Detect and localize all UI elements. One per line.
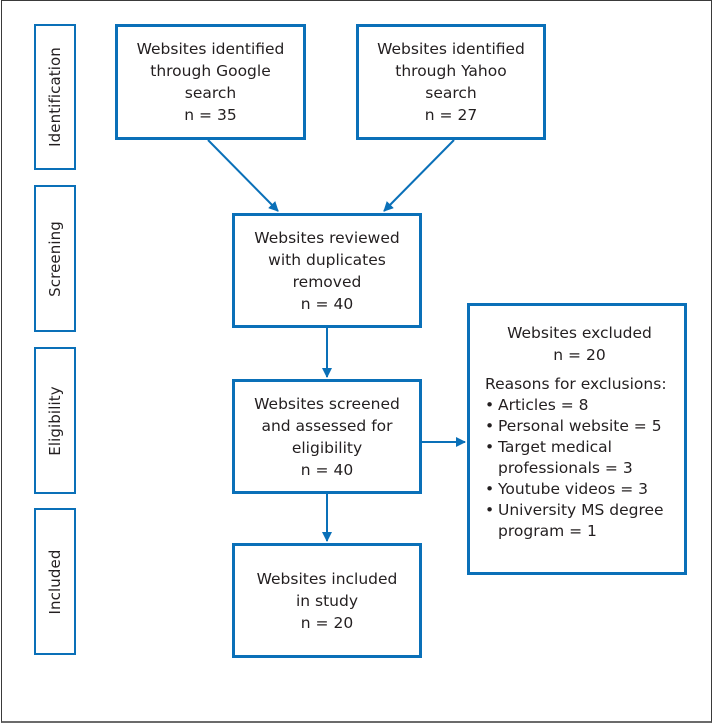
bullet-icon: • <box>485 438 495 456</box>
stage-label: Identification <box>46 47 64 147</box>
box-count: n = 20 <box>300 613 354 632</box>
box-count: n = 27 <box>424 106 478 124</box>
box-text: through Yahoo <box>395 62 507 80</box>
reason-text: Personal website = 5 <box>498 417 662 435</box>
box-text: Websites screened <box>254 394 400 413</box>
box-text: Websites reviewed <box>254 228 400 247</box>
box-count: n = 40 <box>300 460 354 479</box>
box-text: Websites identified <box>377 40 525 58</box>
box-text: removed <box>292 272 362 291</box>
box-google-search: Websites identified through Google searc… <box>115 24 306 140</box>
bullet-icon: • <box>485 501 495 519</box>
box-text: Websites included <box>256 569 398 588</box>
reason-text: University MS degree <box>498 501 664 519</box>
exclusion-reason: • Youtube videos = 3 <box>485 479 674 500</box>
box-text: search <box>184 84 237 102</box>
exclusion-reason: • Target medical professionals = 3 <box>485 437 674 479</box>
stage-eligibility: Eligibility <box>34 347 76 494</box>
box-text: with duplicates <box>268 250 386 269</box>
reason-text: Articles = 8 <box>498 396 589 414</box>
stage-identification: Identification <box>34 24 76 170</box>
bullet-icon: • <box>485 480 495 498</box>
box-duplicates-removed: Websites reviewed with duplicates remove… <box>232 213 422 328</box>
excluded-count: n = 20 <box>553 346 606 364</box>
box-text: and assessed for <box>261 416 393 435</box>
reason-text: Youtube videos = 3 <box>498 480 649 498</box>
box-text: Websites identified <box>136 40 285 58</box>
box-screened-eligibility: Websites screened and assessed for eligi… <box>232 379 422 494</box>
box-text: eligibility <box>291 438 363 457</box>
box-count: n = 35 <box>184 106 237 124</box>
bullet-icon: • <box>485 396 495 414</box>
box-text: through Google <box>150 62 271 80</box>
box-yahoo-search: Websites identified through Yahoo search… <box>356 24 546 140</box>
exclusion-reason: • Articles = 8 <box>485 395 674 416</box>
box-text: search <box>425 84 477 102</box>
box-count: n = 40 <box>300 294 354 313</box>
box-text: in study <box>295 591 359 610</box>
box-included-in-study: Websites included in study n = 20 <box>232 543 422 658</box>
stage-label: Eligibility <box>46 385 64 456</box>
exclusion-reasons-list: • Articles = 8 • Personal website = 5 • … <box>485 395 674 542</box>
reason-text: program = 1 <box>498 522 597 540</box>
bullet-icon: • <box>485 417 495 435</box>
excluded-title: Websites excluded <box>507 324 652 342</box>
exclusion-reasons-title: Reasons for exclusions: <box>485 375 667 393</box>
stage-included: Included <box>34 508 76 655</box>
exclusion-reason: • University MS degree program = 1 <box>485 500 674 542</box>
reason-text: Target medical <box>498 438 612 456</box>
reason-text: professionals = 3 <box>498 459 633 477</box>
box-websites-excluded: Websites excluded n = 20 Reasons for exc… <box>467 303 687 575</box>
stage-label: Screening <box>46 220 64 297</box>
stage-label: Included <box>46 549 64 614</box>
stage-screening: Screening <box>34 185 76 332</box>
exclusion-reason: • Personal website = 5 <box>485 416 674 437</box>
